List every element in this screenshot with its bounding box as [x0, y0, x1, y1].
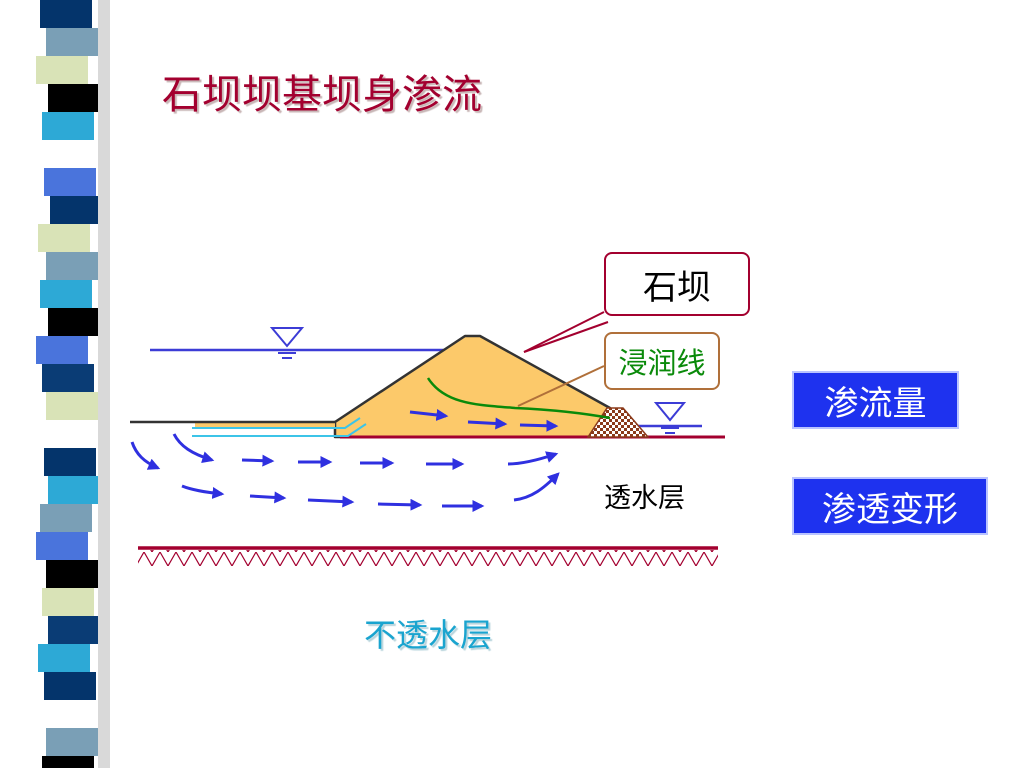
impervious-blanket [192, 417, 367, 437]
flow-arrow [377, 498, 423, 511]
dam-label: 石坝 [643, 267, 711, 308]
stripe-block [46, 728, 98, 756]
stripe-block [38, 224, 90, 252]
stripe-block [46, 28, 98, 56]
flow-arrow [241, 454, 275, 467]
stripe-block [48, 476, 100, 504]
flow-arrow [307, 495, 355, 508]
stripe-block [38, 420, 90, 448]
dam-callout-leader [523, 311, 605, 353]
phreatic-line-callout: 浸润线 [604, 332, 720, 390]
impermeable-layer-hatch [138, 550, 718, 566]
filter-toe [586, 407, 650, 438]
flow-arrow [249, 491, 287, 504]
flow-arrow [409, 408, 449, 421]
seepage-flow-button[interactable]: 渗流量 [792, 371, 959, 429]
stripe-block [42, 588, 94, 616]
stripe-block [42, 112, 94, 140]
flow-arrow [507, 451, 559, 466]
permeable-layer-label: 透水层 [604, 483, 685, 514]
stripe-block [40, 700, 92, 728]
upstream-blanket [195, 422, 335, 428]
stripe-block [40, 504, 92, 532]
flow-arrow [467, 417, 508, 430]
stripe-block [42, 756, 94, 768]
stripe-block [48, 308, 100, 336]
stripe-block [44, 448, 96, 476]
phreatic-line [426, 377, 611, 420]
stripe-block [34, 140, 86, 168]
downstream-water-level-icon [653, 402, 687, 434]
stripe-block [44, 672, 96, 700]
stripe-block [46, 392, 98, 420]
stripe-block [46, 560, 98, 588]
stripe-block [44, 168, 96, 196]
stripe-block [36, 56, 88, 84]
flow-arrow [172, 433, 215, 463]
stripe-block [36, 532, 88, 560]
stripe-block [48, 84, 100, 112]
stripe-block [50, 196, 102, 224]
stripe-block [40, 280, 92, 308]
flow-arrow [130, 441, 161, 470]
seepage-flow-label: 渗流量 [824, 383, 927, 424]
impermeable-layer-label: 不透水层 [364, 616, 493, 654]
decorative-stripe [34, 0, 110, 768]
stripe-shadow [98, 0, 110, 768]
dam-callout: 石坝 [604, 252, 750, 316]
flow-arrow [519, 419, 559, 432]
slide-title: 石坝坝基坝身渗流 [162, 72, 482, 118]
stripe-block [46, 252, 98, 280]
stripe-block [42, 364, 94, 392]
seepage-deformation-button[interactable]: 渗透变形 [792, 477, 988, 535]
seepage-deformation-label: 渗透变形 [822, 489, 958, 530]
dam-callout-leader [523, 321, 609, 353]
flow-arrow [513, 472, 560, 502]
stripe-block [40, 0, 92, 28]
flow-arrow [181, 484, 225, 499]
phreatic-callout-leader [517, 365, 605, 407]
stripe-block [48, 616, 100, 644]
seepage-diagram [130, 311, 725, 566]
upstream-water-level-icon [269, 327, 305, 359]
stripe-block [38, 644, 90, 672]
phreatic-line-label: 浸润线 [618, 346, 706, 380]
stripe-block [36, 336, 88, 364]
